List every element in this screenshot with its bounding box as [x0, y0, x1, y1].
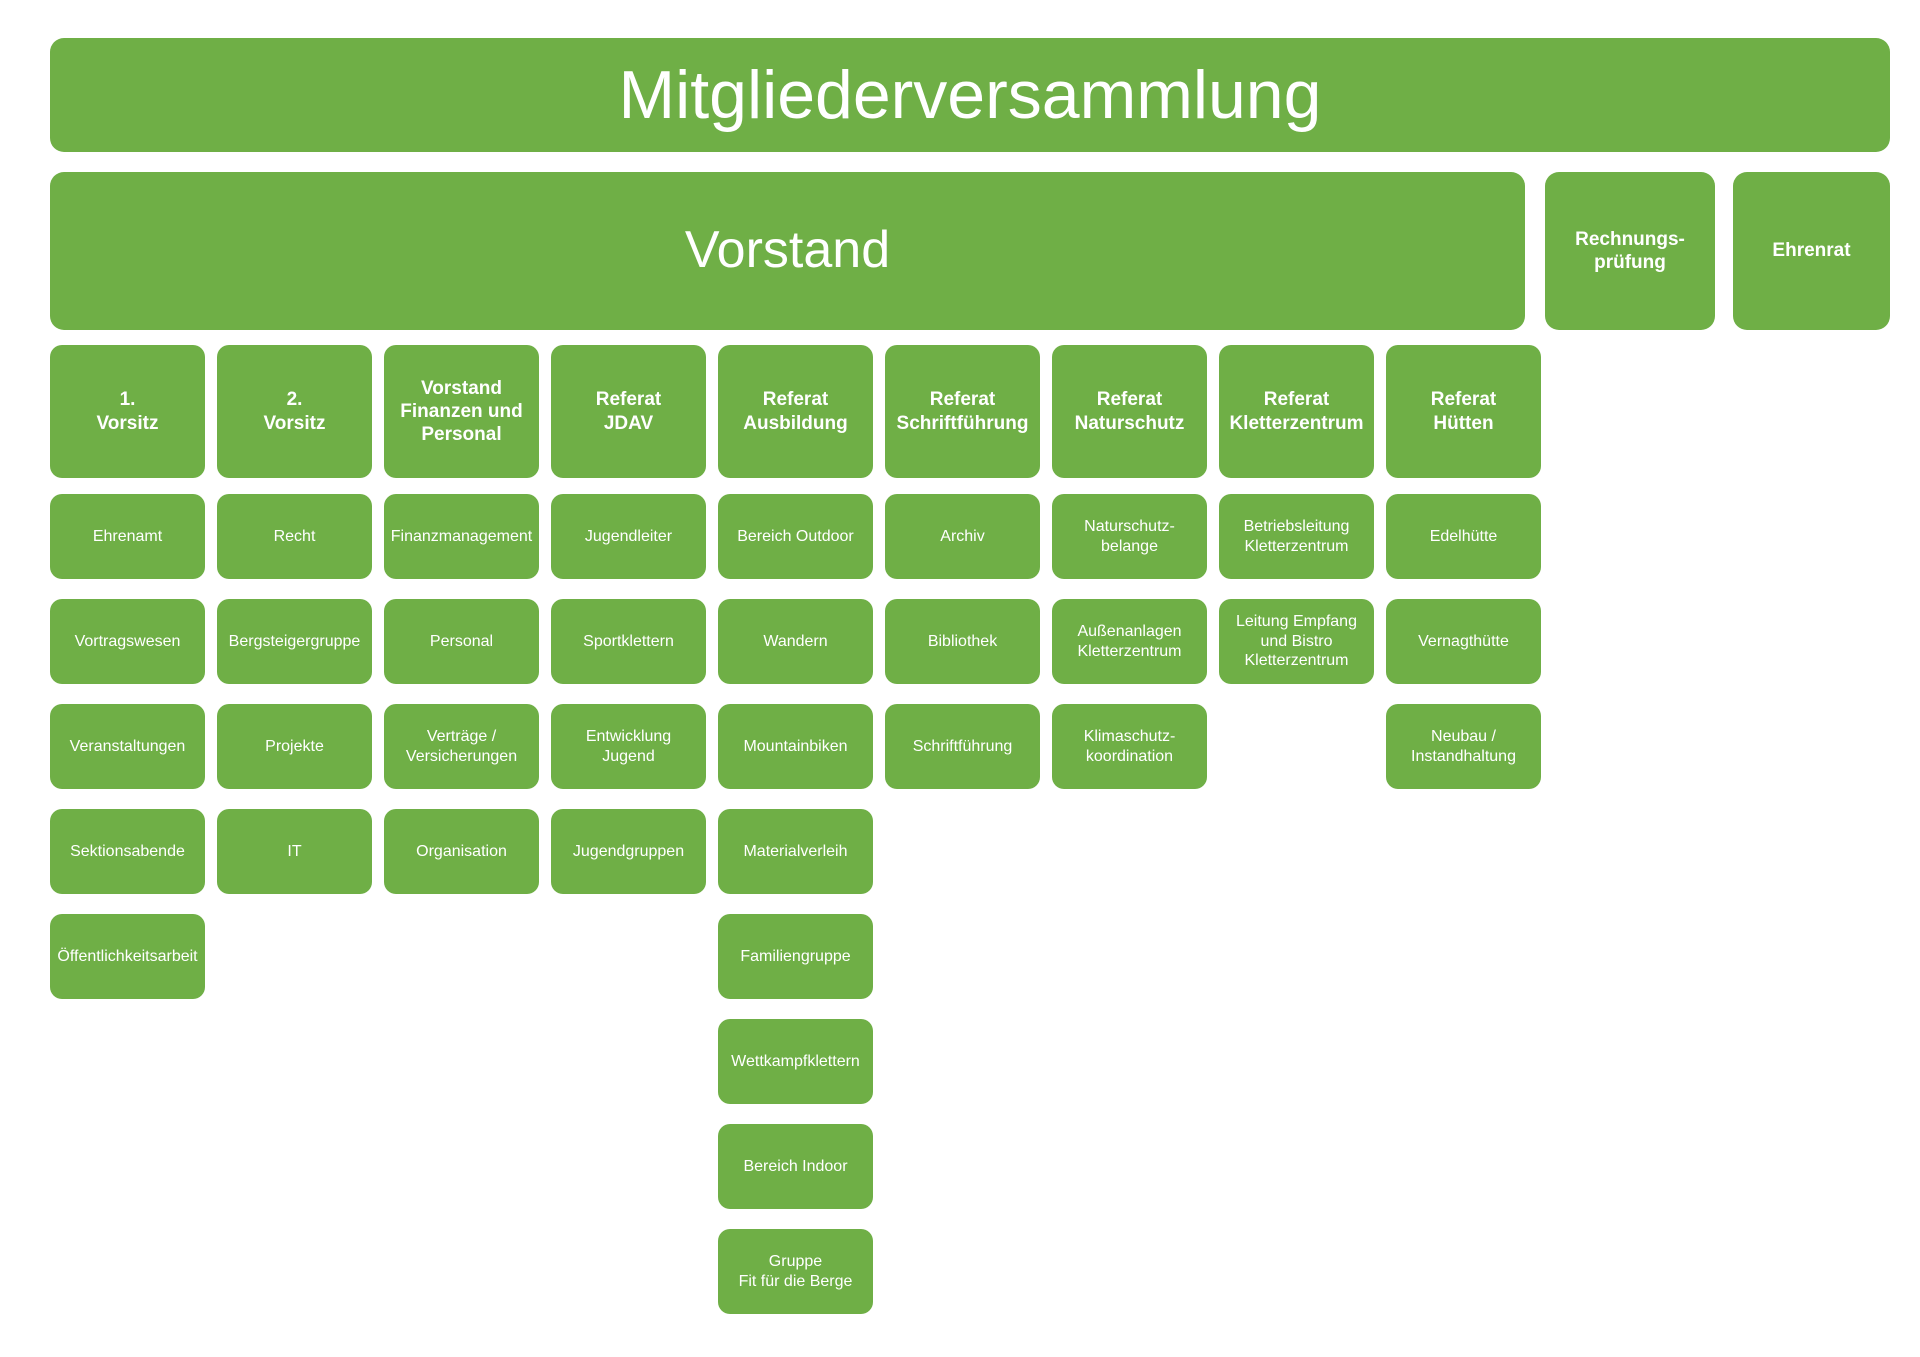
column-0-item-3[interactable]: Sektionsabende — [50, 809, 205, 894]
column-header-7[interactable]: Referat Kletterzentrum — [1219, 345, 1374, 478]
column-header-2[interactable]: Vorstand Finanzen und Personal — [384, 345, 539, 478]
column-0-item-4[interactable]: Öffentlichkeitsarbeit — [50, 914, 205, 999]
column-header-4[interactable]: Referat Ausbildung — [718, 345, 873, 478]
column-4-item-2[interactable]: Mountainbiken — [718, 704, 873, 789]
column-2-item-2[interactable]: Verträge / Versicherungen — [384, 704, 539, 789]
column-4-item-4[interactable]: Familiengruppe — [718, 914, 873, 999]
column-4-item-1[interactable]: Wandern — [718, 599, 873, 684]
column-0-item-2[interactable]: Veranstaltungen — [50, 704, 205, 789]
column-1-item-0[interactable]: Recht — [217, 494, 372, 579]
column-2-item-1[interactable]: Personal — [384, 599, 539, 684]
column-0-item-0[interactable]: Ehrenamt — [50, 494, 205, 579]
column-header-5[interactable]: Referat Schriftführung — [885, 345, 1040, 478]
node-aside-1[interactable]: Ehrenrat — [1733, 172, 1890, 330]
column-3-item-2[interactable]: Entwicklung Jugend — [551, 704, 706, 789]
column-5-item-2[interactable]: Schriftführung — [885, 704, 1040, 789]
column-6-item-1[interactable]: Außenanlagen Kletterzentrum — [1052, 599, 1207, 684]
column-2-item-0[interactable]: Finanzmanagement — [384, 494, 539, 579]
column-1-item-1[interactable]: Bergsteigergruppe — [217, 599, 372, 684]
node-vorstand[interactable]: Vorstand — [50, 172, 1525, 330]
column-4-item-0[interactable]: Bereich Outdoor — [718, 494, 873, 579]
column-5-item-0[interactable]: Archiv — [885, 494, 1040, 579]
node-mitgliederversammlung[interactable]: Mitgliederversammlung — [50, 38, 1890, 152]
column-header-1[interactable]: 2. Vorsitz — [217, 345, 372, 478]
column-header-8[interactable]: Referat Hütten — [1386, 345, 1541, 478]
column-7-item-0[interactable]: Betriebsleitung Kletterzentrum — [1219, 494, 1374, 579]
column-7-item-1[interactable]: Leitung Empfang und Bistro Kletterzentru… — [1219, 599, 1374, 684]
node-aside-0[interactable]: Rechnungs- prüfung — [1545, 172, 1715, 330]
column-5-item-1[interactable]: Bibliothek — [885, 599, 1040, 684]
column-header-3[interactable]: Referat JDAV — [551, 345, 706, 478]
column-1-item-2[interactable]: Projekte — [217, 704, 372, 789]
column-2-item-3[interactable]: Organisation — [384, 809, 539, 894]
column-3-item-3[interactable]: Jugendgruppen — [551, 809, 706, 894]
column-4-item-3[interactable]: Materialverleih — [718, 809, 873, 894]
column-8-item-1[interactable]: Vernagthütte — [1386, 599, 1541, 684]
column-header-0[interactable]: 1. Vorsitz — [50, 345, 205, 478]
column-0-item-1[interactable]: Vortragswesen — [50, 599, 205, 684]
column-header-6[interactable]: Referat Naturschutz — [1052, 345, 1207, 478]
column-4-item-7[interactable]: Gruppe Fit für die Berge — [718, 1229, 873, 1314]
column-1-item-3[interactable]: IT — [217, 809, 372, 894]
column-8-item-0[interactable]: Edelhütte — [1386, 494, 1541, 579]
column-6-item-0[interactable]: Naturschutz- belange — [1052, 494, 1207, 579]
column-4-item-6[interactable]: Bereich Indoor — [718, 1124, 873, 1209]
column-3-item-0[interactable]: Jugendleiter — [551, 494, 706, 579]
column-6-item-2[interactable]: Klimaschutz- koordination — [1052, 704, 1207, 789]
column-3-item-1[interactable]: Sportklettern — [551, 599, 706, 684]
column-4-item-5[interactable]: Wettkampfklettern — [718, 1019, 873, 1104]
column-8-item-2[interactable]: Neubau / Instandhaltung — [1386, 704, 1541, 789]
